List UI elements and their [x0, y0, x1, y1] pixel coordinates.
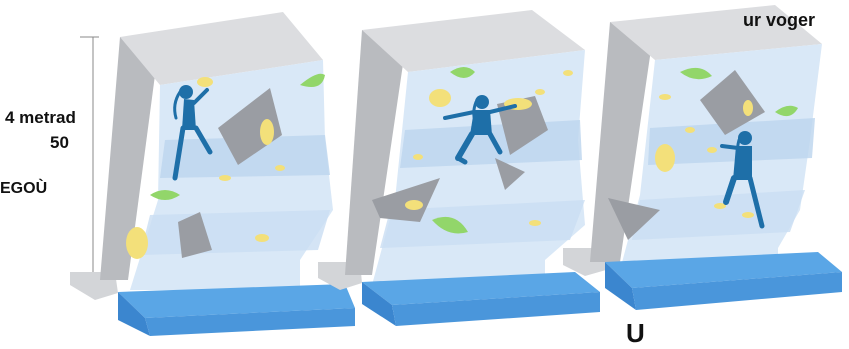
height-dimension-line — [80, 37, 99, 280]
wall-2-hold — [529, 220, 541, 226]
wall-1-hold — [260, 119, 274, 145]
wall-3-hold — [707, 147, 717, 153]
side-label: EGOÙ — [0, 180, 47, 198]
wall-1 — [70, 12, 333, 300]
height-value: 50 — [50, 133, 69, 153]
wall-3-hold — [685, 127, 695, 133]
wall-1-hold — [255, 234, 269, 242]
wall-2-hold — [535, 89, 545, 95]
wall-3 — [563, 5, 822, 276]
wall-1-hold — [275, 165, 285, 171]
wall-1-hold — [197, 77, 213, 87]
wall-3-hold — [655, 144, 675, 172]
wall-3-hold — [742, 212, 754, 218]
wall-1-hold — [219, 175, 231, 181]
bottom-label: U — [626, 318, 645, 349]
wall-2-hold — [413, 154, 423, 160]
mat-3 — [605, 252, 842, 310]
wall-2-hold — [405, 200, 423, 210]
wall-2 — [318, 10, 585, 290]
height-label: 4 metrad — [5, 108, 76, 128]
climbing-wall-illustration — [0, 0, 849, 336]
wall-2-hold — [429, 89, 451, 107]
top-right-label: ur voger — [743, 10, 815, 31]
wall-1-hold — [126, 227, 148, 259]
wall-2-hold — [563, 70, 573, 76]
wall-3-hold — [743, 100, 753, 116]
wall-1-band-2 — [140, 210, 330, 255]
mat-1 — [118, 284, 355, 336]
wall-3-hold — [659, 94, 671, 100]
